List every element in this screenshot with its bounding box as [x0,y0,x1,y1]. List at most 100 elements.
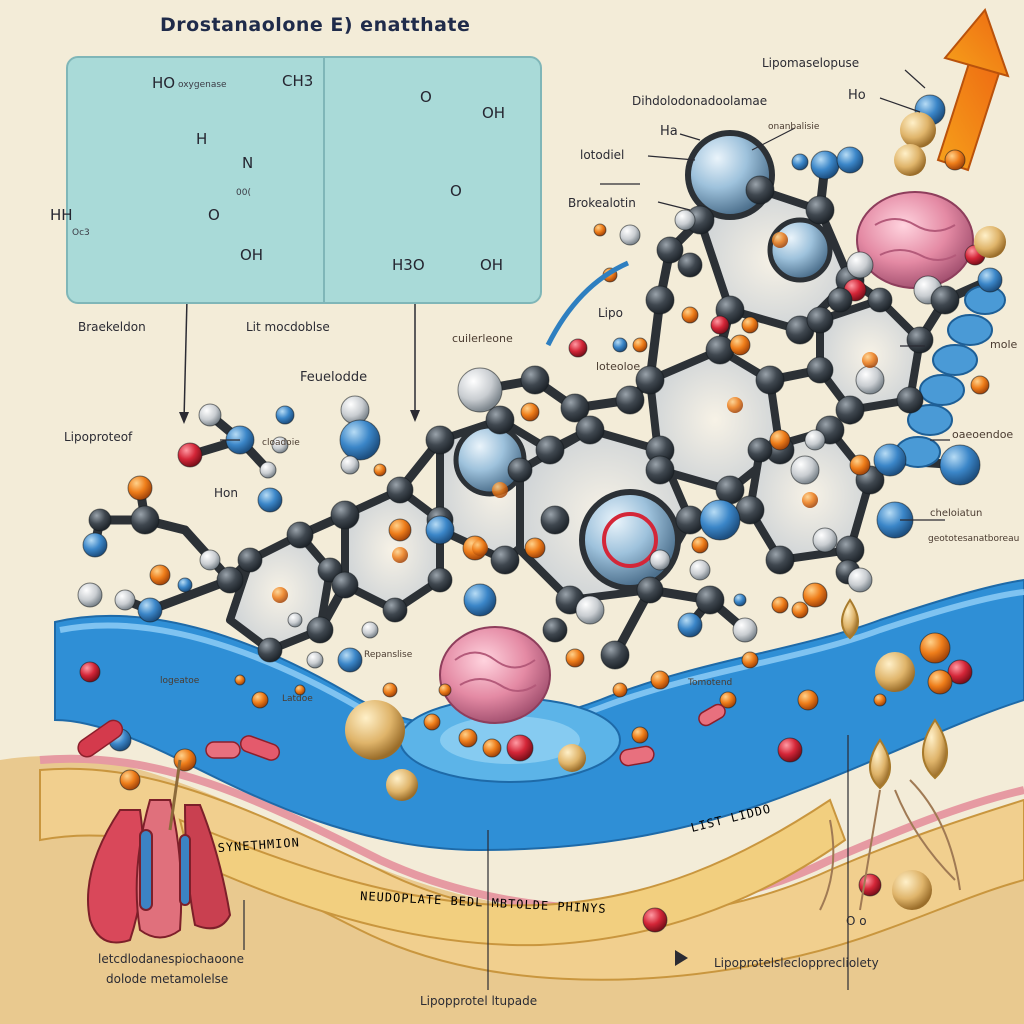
atom-sphere [771,596,789,614]
atom-sphere [463,583,497,617]
label-ha: Ha [660,124,678,139]
atom-sphere [977,267,1003,293]
left-top-group-note: oxygenase [178,80,227,90]
atom-sphere [699,499,741,541]
membrane-capsules [77,703,726,767]
atom-sphere [382,597,408,623]
atom-sphere [77,582,103,608]
ring-center-dot [472,540,488,556]
atom-sphere [806,356,834,384]
left-nitrogen: N [242,154,254,172]
atom-sphere [294,684,306,696]
atom-sphere [482,738,502,758]
atom-sphere [457,367,503,413]
atom-sphere [777,737,803,763]
atom-sphere [198,403,222,427]
atom-sphere [388,518,412,542]
atom-sphere [114,589,136,611]
label-ho-right: Ho [848,88,866,103]
arrow-head-left [179,412,189,424]
ring-center-dot [272,587,288,603]
atom-sphere [275,405,295,425]
atom-sphere [216,566,244,594]
label-tiny-a: logeatoe [160,676,200,686]
atom-sphere [741,316,759,334]
atom-sphere [765,545,795,575]
swoosh-arc [545,260,630,347]
atom-sphere [234,674,246,686]
atom-sphere [802,582,828,608]
atom-sphere [237,547,263,573]
label-tiny-c: Tomotend [688,678,733,688]
atom-sphere [619,224,641,246]
columnar-stalk [168,759,182,831]
atom-sphere [127,475,153,501]
bottom-right-pointer-head [675,950,688,966]
ring-center-dot [727,397,743,413]
atom-sphere [149,564,171,586]
atom-sphere [745,175,775,205]
atom-sphere [691,536,709,554]
atom-sphere [373,463,387,477]
atom-sphere [632,337,648,353]
left-hydrogen: H [196,130,208,148]
atom-sphere [812,527,838,553]
atom-sphere [386,476,414,504]
label-tiny-cell-note: Repanslise [364,650,413,660]
label-bottom-left-2: dolode metamolelse [106,972,229,986]
ring-center-dot [492,482,508,498]
atom-sphere [506,734,534,762]
atom-sphere [896,386,924,414]
atom-sphere [259,461,277,479]
atom-sphere [741,651,759,669]
atom-sphere [681,306,699,324]
left-methyl: CH3 [282,72,314,90]
protein-blob-top-right [856,191,974,289]
atom-sphere [710,315,730,335]
atom-sphere [540,505,570,535]
arrow-head-mid [410,410,420,422]
membrane-band-yellow [178,798,847,947]
atom-sphere [423,713,441,731]
label-tiny-b: Latdoe [282,694,313,704]
right-top-oxygen: O [420,88,432,106]
atom-sphere [927,669,953,695]
atom-sphere [560,393,590,423]
atom-sphere [947,659,973,685]
label-lit-mechanism: Lit mocdoblse [246,320,330,334]
atom-sphere [939,444,981,486]
atom-sphere [705,335,735,365]
atom-sphere [287,612,303,628]
ring-center-dot [802,492,818,508]
label-feuelodde: Feuelodde [300,370,368,385]
label-mole: mole [990,338,1018,351]
label-lipo-small: Lipo [598,306,623,320]
atom-sphere [804,429,826,451]
atom-sphere [645,455,675,485]
atom-sphere [340,395,370,425]
left-ring-group-sub: Oc3 [72,228,90,238]
atom-sphere [873,443,907,477]
atom-sphere [339,419,381,461]
atom-sphere [677,252,703,278]
atom-sphere [130,505,160,535]
right-top-hydroxyl: OH [482,104,506,122]
atom-sphere [542,617,568,643]
atom-sphere [330,500,360,530]
atom-sphere [251,691,269,709]
atom-sphere [257,487,283,513]
ring-center-dot [862,352,878,368]
atom-sphere [791,153,809,171]
label-oaeoendoe: oaeoendoe [952,428,1014,441]
atom-sphere [427,567,453,593]
label-dihydro: Dihdolodonadoolamae [632,94,768,108]
pointer-lines [220,69,950,990]
atom-sphere [458,728,478,748]
atom-sphere [337,647,363,673]
cell-membrane [0,578,1024,1024]
atom-sphere [689,559,711,581]
atom-sphere [306,616,334,644]
atom-sphere [847,567,873,593]
protein-blob-center [439,626,551,724]
label-lipoproteof: Lipoproteof [64,430,133,444]
